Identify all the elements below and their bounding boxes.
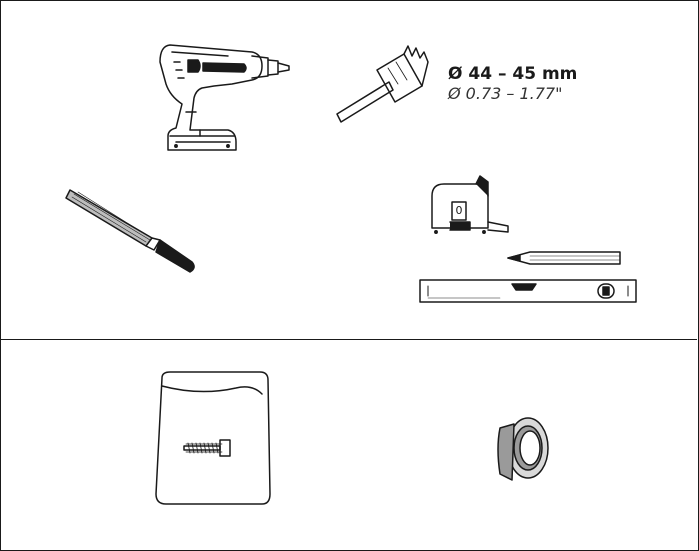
cordless-drill-icon — [159, 44, 290, 151]
grommet-icon — [497, 417, 549, 481]
hole-saw-icon — [336, 45, 429, 123]
tape-measure-label: 0 — [455, 204, 463, 217]
hole-saw-spec-metric: Ø 44 – 45 mm — [448, 64, 578, 84]
hole-saw-spec-imperial: Ø 0.73 – 1.77" — [448, 84, 563, 103]
tape-measure-icon — [431, 175, 509, 234]
file-rasp-icon — [65, 189, 195, 273]
pencil-icon — [507, 251, 621, 265]
screw-bag-icon — [155, 371, 271, 505]
hole-saw-spec: Ø 44 – 45 mm Ø 0.73 – 1.77" — [448, 64, 577, 104]
spirit-level-icon — [419, 279, 637, 303]
section-divider — [0, 339, 697, 340]
